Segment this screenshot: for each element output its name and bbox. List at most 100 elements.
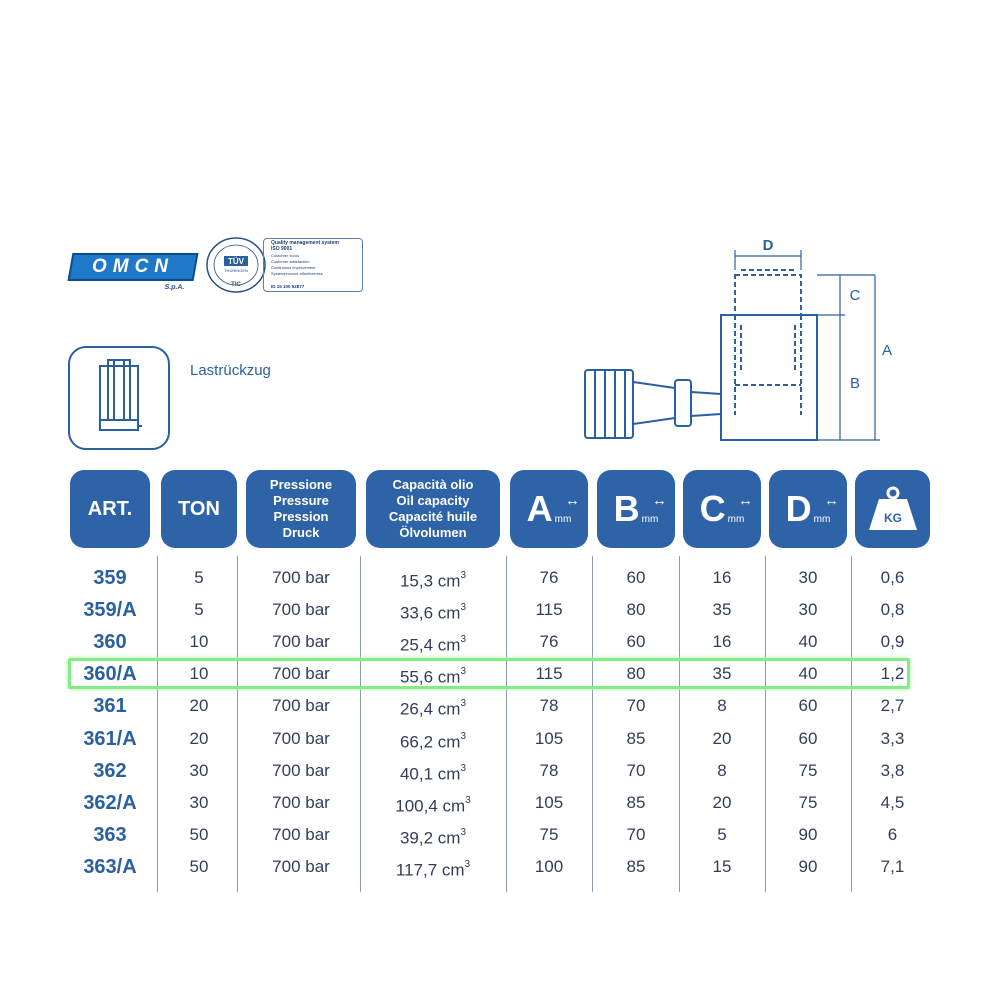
cell-pressure: 700 bar <box>246 787 356 819</box>
dim-a-label: A <box>882 342 892 359</box>
cert-title: Quality management system ISO 9001 <box>271 240 339 252</box>
cell-pressure: 700 bar <box>246 562 356 594</box>
cubic-superscript: 3 <box>464 858 471 870</box>
cert-line: Customer focus <box>271 253 300 258</box>
cell-capacity-value: 117,7 cm <box>395 860 465 880</box>
cell-d: 90 <box>769 851 847 883</box>
cell-b: 60 <box>597 562 675 594</box>
cell-kg-value: 2,7 <box>880 696 905 716</box>
cell-c: 35 <box>683 658 761 690</box>
cell-art: 359/A <box>70 594 150 626</box>
cell-d: 60 <box>769 723 847 755</box>
cell-c-value: 20 <box>712 792 732 812</box>
header-ton: TON <box>161 470 237 548</box>
cell-pressure-value: 700 bar <box>272 568 330 587</box>
cell-b: 85 <box>597 851 675 883</box>
cell-art-value: 360/A <box>83 663 137 686</box>
header-dim-d-unit: mm <box>813 513 831 525</box>
cell-art: 361 <box>70 690 150 722</box>
cell-a: 100 <box>510 851 588 883</box>
cell-capacity: 40,1 cm3 <box>366 755 500 787</box>
header-pressure: Pressione Pressure Pression Druck <box>246 470 356 548</box>
cell-kg-value: 0,6 <box>880 568 905 587</box>
cell-capacity: 100,4 cm3 <box>366 787 500 819</box>
cell-d-value: 30 <box>798 600 818 620</box>
svg-text:TÜV: TÜV <box>228 257 245 266</box>
cell-kg-value: 1,2 <box>880 664 905 684</box>
cell-ton: 20 <box>161 690 237 722</box>
cell-a-value: 100 <box>534 856 564 876</box>
double-arrow-icon: ↔ <box>738 492 753 509</box>
cell-b-value: 80 <box>626 664 646 684</box>
omcn-logo-sub: S.p.A. <box>163 284 186 291</box>
cell-a-value: 115 <box>535 600 563 620</box>
cell-kg-value: 0,8 <box>880 600 905 620</box>
cell-a: 115 <box>510 594 588 626</box>
cell-capacity-value: 40,1 cm <box>399 764 461 784</box>
cell-art-value: 363 <box>93 823 127 846</box>
cubic-superscript: 3 <box>460 666 467 678</box>
cell-pressure-value: 700 bar <box>272 664 330 684</box>
header-pressure-line: Pression <box>273 509 329 524</box>
cell-capacity-value: 39,2 cm <box>399 828 461 848</box>
cell-c: 16 <box>683 626 761 658</box>
cell-capacity: 15,3 cm3 <box>366 562 500 594</box>
cell-a: 105 <box>510 723 588 755</box>
cell-kg: 0,9 <box>855 626 930 658</box>
cell-d: 60 <box>769 690 847 722</box>
cell-a: 115 <box>510 658 588 690</box>
cell-pressure: 700 bar <box>246 819 356 851</box>
cell-ton: 5 <box>161 594 237 626</box>
cell-ton-value: 20 <box>189 696 209 716</box>
cell-art: 362 <box>70 755 150 787</box>
header-dim-c-unit: mm <box>727 513 745 525</box>
cell-capacity: 55,6 cm3 <box>366 658 500 690</box>
cell-pressure: 700 bar <box>246 755 356 787</box>
cell-kg-value: 7,1 <box>880 856 905 876</box>
cell-b-value: 80 <box>626 600 646 620</box>
dim-d-label: D <box>763 237 774 254</box>
cell-a-value: 76 <box>539 568 559 587</box>
cell-art: 359 <box>70 562 150 594</box>
cell-b-value: 85 <box>626 856 646 876</box>
cell-pressure-value: 700 bar <box>272 696 330 716</box>
cell-art: 363/A <box>70 851 150 883</box>
cell-kg-value: 3,3 <box>880 728 905 748</box>
cell-b-value: 70 <box>626 760 646 780</box>
cell-pressure-value: 700 bar <box>272 728 330 748</box>
header-weight: KG <box>855 470 930 548</box>
cylinder-icon <box>99 359 142 431</box>
cell-c: 5 <box>683 819 761 851</box>
cell-ton-value: 30 <box>189 792 209 812</box>
cell-ton-value: 30 <box>189 760 209 780</box>
cell-pressure-value: 700 bar <box>272 632 330 652</box>
cell-b-value: 70 <box>626 824 646 844</box>
cert-line: Systemprocess effectiveness <box>271 271 323 276</box>
cell-d-value: 75 <box>798 792 818 812</box>
cell-b: 70 <box>597 690 675 722</box>
cell-capacity: 25,4 cm3 <box>366 626 500 658</box>
cell-c: 8 <box>683 755 761 787</box>
weight-icon: KG <box>868 486 917 530</box>
header-dim-c: C mm ↔ <box>683 470 761 548</box>
cell-capacity-value: 55,6 cm <box>399 667 461 687</box>
cell-kg: 6 <box>855 819 930 851</box>
cell-a-value: 76 <box>539 632 559 652</box>
cell-kg-value: 3,8 <box>880 760 905 780</box>
column-divider <box>765 556 766 892</box>
cert-frame <box>263 238 363 292</box>
cell-capacity: 33,6 cm3 <box>366 594 500 626</box>
cell-pressure-value: 700 bar <box>272 600 330 620</box>
cell-capacity-value: 15,3 cm <box>399 571 461 591</box>
header-dim-a-letter: A <box>526 488 553 529</box>
cell-c-value: 5 <box>717 824 727 844</box>
header-weight-label: KG <box>884 511 902 525</box>
cell-d: 75 <box>769 755 847 787</box>
cell-b-value: 85 <box>626 792 646 812</box>
cell-ton-value: 5 <box>194 568 204 587</box>
cell-a-value: 105 <box>534 728 564 748</box>
cell-d-value: 90 <box>798 856 818 876</box>
